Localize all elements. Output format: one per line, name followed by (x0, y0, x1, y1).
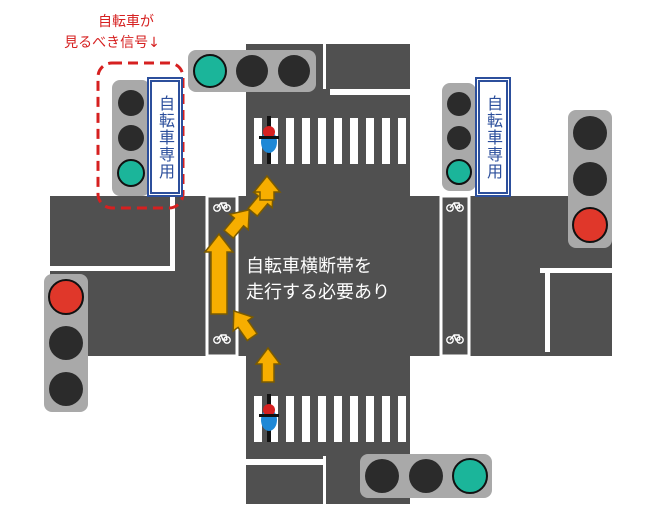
signal-bicycle-dedicated-left (112, 80, 150, 196)
road-markings (50, 44, 612, 504)
bicycle-only-sign-left: 自転車専用 (150, 80, 180, 194)
road-message: 自転車横断帯を 走行する必要あり (246, 254, 390, 306)
annotation-label: 自転車が 見るべき信号↓ (64, 12, 186, 54)
bicycle-only-sign-right: 自転車専用 (478, 80, 508, 194)
annotation-line-1: 自転車が (98, 14, 154, 30)
annotation-dashed-frame (96, 61, 185, 210)
signal-top-horizontal (188, 50, 316, 92)
signal-bottom-horizontal (360, 454, 492, 498)
bicycle-lane-icon (213, 202, 464, 344)
signal-bicycle-dedicated-right (442, 83, 476, 191)
bicycle-rider-icon (259, 116, 279, 442)
road-message-line-2: 走行する必要あり (246, 282, 390, 303)
yellow-arrow-icon (203, 174, 282, 383)
traffic-signal-icon (44, 50, 612, 498)
signal-left-vertical (44, 274, 88, 412)
annotation-line-2: 見るべき信号↓ (64, 35, 160, 51)
road-message-line-1: 自転車横断帯を (246, 256, 372, 277)
signal-right-vertical (568, 110, 612, 248)
